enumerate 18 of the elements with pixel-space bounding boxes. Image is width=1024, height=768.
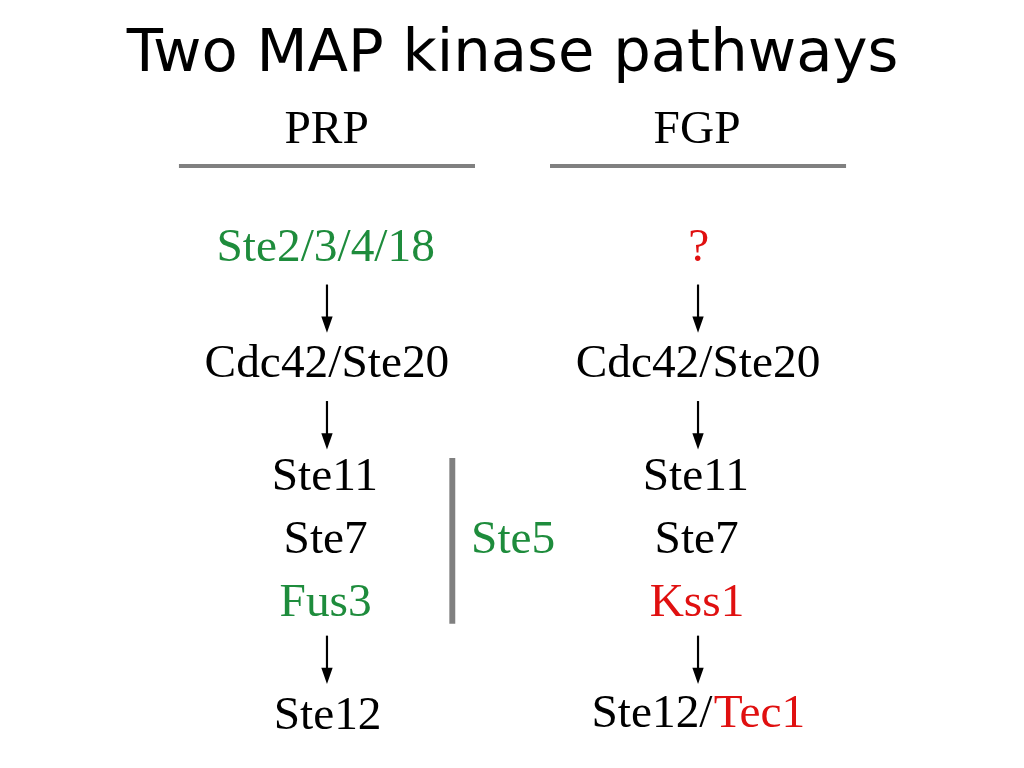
node-text: ? bbox=[687, 219, 709, 272]
node-text: Ste2/3/4/18 bbox=[215, 219, 435, 272]
arrow bbox=[691, 284, 704, 333]
label: FGP bbox=[653, 100, 741, 153]
diagram-title: Two MAP kinase pathways bbox=[126, 16, 898, 86]
arrow bbox=[691, 635, 704, 685]
label: PRP bbox=[284, 100, 369, 153]
node-text: Ste12 bbox=[273, 686, 382, 739]
arrow bbox=[320, 401, 333, 450]
arrow bbox=[320, 635, 333, 685]
arrow bbox=[691, 401, 704, 450]
node-text: Ste12/Tec1 bbox=[590, 684, 805, 737]
node-text: Ste11 Ste7 Kss1 bbox=[642, 447, 749, 627]
node-text: Ste11 Ste7 Fus3 bbox=[271, 447, 378, 627]
node-text: Cdc42/Ste20 bbox=[575, 335, 820, 388]
node-label: Ste5 bbox=[470, 511, 555, 564]
arrow bbox=[320, 284, 333, 333]
node-text: Cdc42/Ste20 bbox=[204, 335, 449, 388]
